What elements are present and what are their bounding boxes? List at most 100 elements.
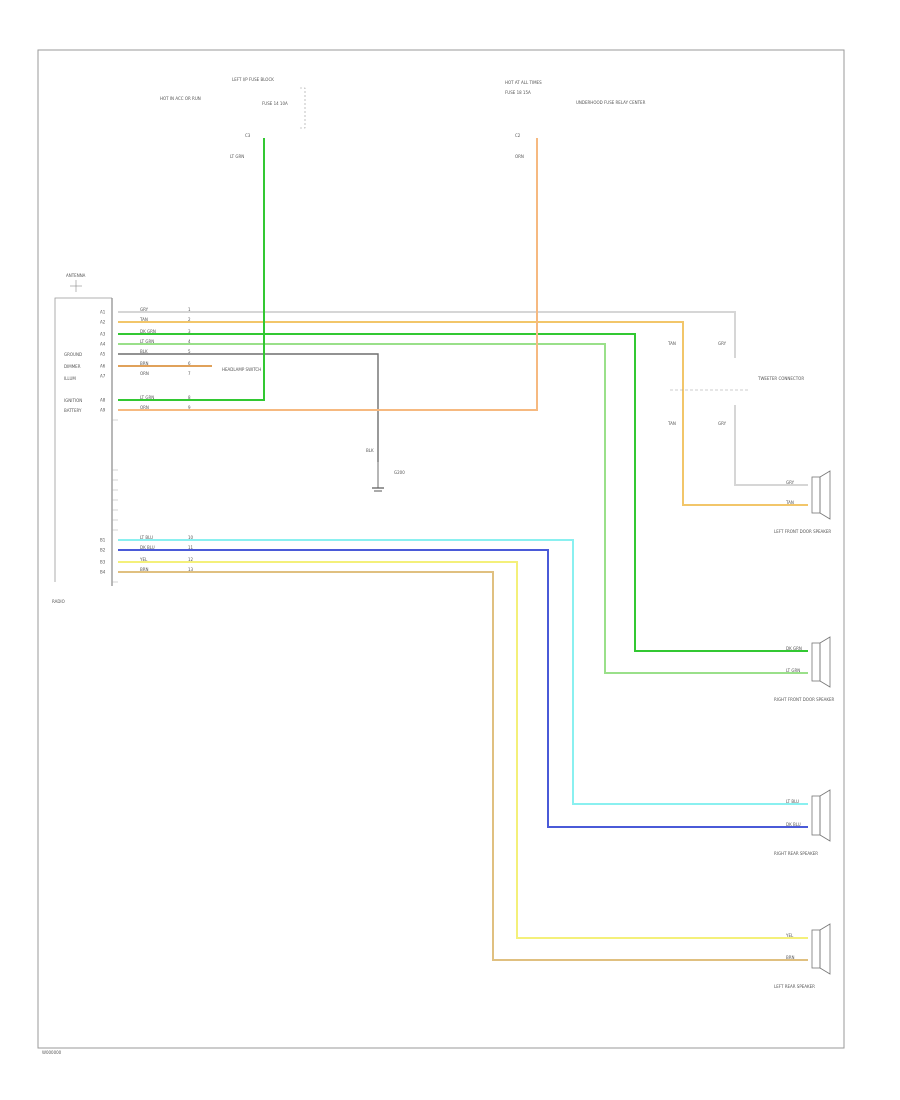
ground-wire-label: BLK [366,448,374,453]
splice-label-1: TAN [667,341,676,346]
speaker-body [811,476,821,514]
pin-wire-color: BLK [140,349,148,354]
underhood-fuse-block: HOT AT ALL TIMES FUSE 18 15A UNDERHOOD F… [505,80,646,159]
pin-id: B4 [100,570,106,575]
pin-id: A1 [100,310,106,315]
pin-id: B2 [100,548,106,553]
pin-circuit: 11 [188,545,194,550]
speaker-name: LEFT FRONT DOOR SPEAKER [774,529,831,534]
pin-circuit: 3 [188,329,191,334]
pin-wire-color: ORN [140,371,149,376]
radio-label: RADIO [52,599,65,604]
pin-id: B1 [100,538,106,543]
pin-wire-color: DK GRN [140,329,156,334]
left-fuse-sub: FUSE 14 10A [262,101,288,106]
left-fuse-title: LEFT I/P FUSE BLOCK [232,77,274,82]
pin-wire-color: BRN [140,361,149,366]
speaker: GRY TAN LEFT FRONT DOOR SPEAKER [774,470,831,534]
pin-id: A5 [100,352,106,357]
wire-tan-lf [118,321,808,506]
wire-ltgrn-ignition [118,138,265,401]
speaker-wire-label: DK GRN [786,646,802,651]
pin-id: A3 [100,332,106,337]
speaker-cone-icon [819,923,831,975]
speaker-wire-label: TAN [785,500,794,505]
speaker-name: RIGHT FRONT DOOR SPEAKER [774,697,835,702]
unused-pin-ticks [112,419,118,583]
pin-wire-color: LT GRN [140,395,154,400]
pin-wire-color: LT BLU [140,535,153,540]
speaker-cone-icon [819,636,831,688]
splice-label-2: GRY [718,341,727,346]
wire-gray-lf-lower [734,405,808,486]
pin-circuit: 7 [188,371,191,376]
left-fuse-pin: C3 [245,133,251,138]
pin-wire-color: GRY [140,307,149,312]
wire-orange-battery [118,138,538,411]
pin-id: A2 [100,320,106,325]
left-fuse-block: LEFT I/P FUSE BLOCK HOT IN ACC OR RUN FU… [160,77,306,159]
pin-circuit: 1 [188,307,191,312]
antenna-label: ANTENNA [66,273,86,278]
pin-wire-color: BRN [140,567,149,572]
speaker-wire-label: LT BLU [786,799,799,804]
left-fuse-desc: HOT IN ACC OR RUN [160,96,201,101]
right-fuse-title: HOT AT ALL TIMES [505,80,542,85]
speaker-wire-label: YEL [785,933,794,938]
speaker: DK GRN LT GRN RIGHT FRONT DOOR SPEAKER [774,636,835,702]
ground-id: G200 [394,470,405,475]
wire-gray-lf [118,311,736,358]
pin-circuit: 9 [188,405,191,410]
radio-function-label: ILLUM [64,376,76,381]
pin-circuit: 10 [188,535,194,540]
pin-id: A7 [100,374,106,379]
wire-ltblu-rr [118,539,808,805]
wire-yellow-lr [118,561,808,939]
pin-wire-color: LT GRN [140,339,154,344]
pin-circuit: 2 [188,317,191,322]
radio-function-label: GROUND [64,352,82,357]
radio-body-outline [54,297,112,582]
wire-ltgrn-rf [118,343,808,674]
speaker-body [811,642,821,682]
speaker-wire-label: GRY [786,480,795,485]
splice-note: TWEETER CONNECTOR [757,376,804,381]
speaker-cone-icon [819,789,831,842]
pin-id: A4 [100,342,106,347]
radio-function-label: IGNITION [64,398,82,403]
right-fuse-wire: ORN [515,154,524,159]
right-fuse-pin: C2 [515,133,521,138]
speaker-wire-label: DK BLU [786,822,801,827]
pin-circuit: 6 [188,361,191,366]
pin-wire-color: ORN [140,405,149,410]
speaker-wire-label: BRN [786,955,795,960]
radio-function-label: DIMMER [64,364,81,369]
splice-label-3: TAN [667,421,676,426]
speaker-group: GRY TAN LEFT FRONT DOOR SPEAKER DK GRN LT GR… [774,470,835,989]
footer-code: W000000 [42,1050,62,1055]
splice-label-4: GRY [718,421,727,426]
pin-id: A8 [100,398,106,403]
wire-dkblu-rr [118,549,808,828]
speaker: LT BLU DK BLU RIGHT REAR SPEAKER [774,789,831,856]
pin-circuit: 5 [188,349,191,354]
wire-black-ground [118,353,379,462]
speaker-body [811,929,821,969]
speaker-wire-label: LT GRN [786,668,800,673]
pin-wire-color: TAN [139,317,148,322]
wire-brown-lr [118,571,808,961]
speaker: YEL BRN LEFT REAR SPEAKER [774,923,831,989]
left-fuse-wire: LT GRN [230,154,244,159]
pin-circuit: 4 [188,339,191,344]
antenna-symbol: ANTENNA [66,273,86,292]
diagram-border [37,49,845,1049]
speaker-name: RIGHT REAR SPEAKER [774,851,818,856]
speaker-body [811,795,821,836]
speaker-cone-icon [819,470,831,520]
ground-symbol: BLK G200 [366,448,405,492]
speaker-name: LEFT REAR SPEAKER [774,984,815,989]
